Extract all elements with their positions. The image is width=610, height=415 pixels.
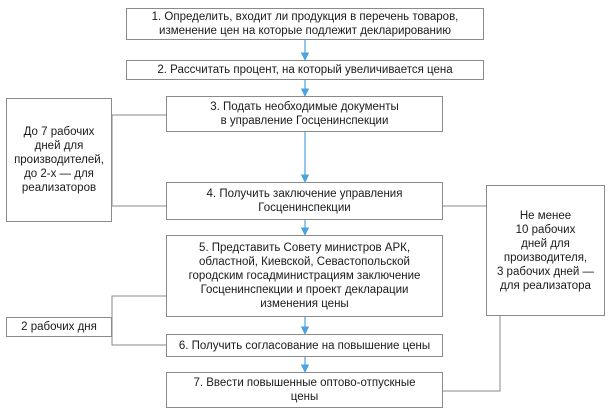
step-4-box: 4. Получить заключение управления Госцен… <box>166 182 443 220</box>
connector-left-bottom <box>111 295 166 346</box>
note-left-top: До 7 рабочих дней для производителей, до… <box>6 98 112 222</box>
step-6-box: 6. Получить согласование на повышение це… <box>166 334 443 357</box>
step-2-box: 2. Рассчитать процент, на который увелич… <box>126 60 484 80</box>
step-7-box: 7. Ввести повышенные оптово-отпускные це… <box>166 372 443 408</box>
step-3-box: 3. Подать необходимые документы в управл… <box>166 96 443 132</box>
connector-right-bottom <box>443 316 501 392</box>
note-left-bottom: 2 рабочих дня <box>6 317 112 337</box>
note-right: Не менее 10 рабочих дней для производите… <box>486 185 605 316</box>
connector-left-top <box>111 114 166 207</box>
step-5-box: 5. Представить Совету министров АРК, обл… <box>166 235 443 317</box>
step-1-box: 1. Определить, входит ли продукция в пер… <box>126 8 484 40</box>
